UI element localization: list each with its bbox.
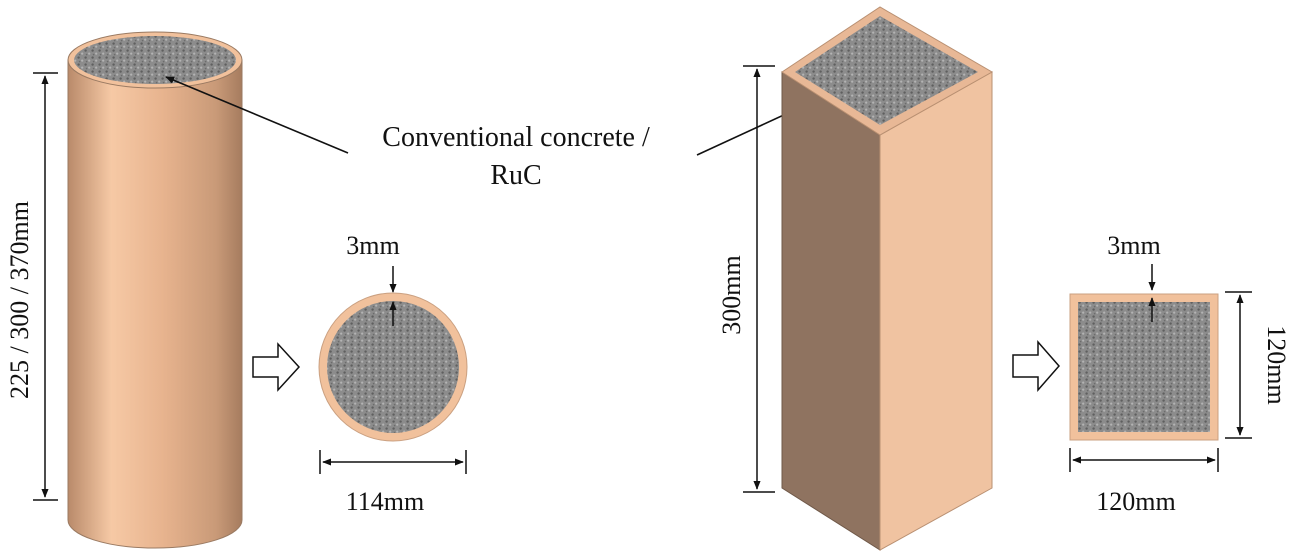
cylinder-cross-section: 3mm 114mm [252,231,468,516]
prism-section-concrete [1078,302,1210,432]
prism-section-height-label: 120mm [1262,325,1291,404]
hollow-arrow-icon [252,342,301,392]
prism-right-face [879,71,993,551]
cylinder-thickness-label: 3mm [346,231,399,260]
cylinder-height-label: 225 / 300 / 370mm [5,201,34,399]
cylinder-diameter-label: 114mm [346,487,424,516]
prism-height-label: 300mm [717,255,746,334]
prism-top-concrete [795,16,978,125]
hollow-arrow-icon [1012,340,1060,392]
prism-section-width-label: 120mm [1096,487,1175,516]
cylinder-specimen [67,31,243,549]
cylinder-height-dimension: 225 / 300 / 370mm [5,72,58,501]
prism-cross-section: 3mm 120mm 120mm [1012,231,1291,516]
prism-thickness-label: 3mm [1107,231,1160,260]
material-callout: Conventional concrete / RuC [165,71,878,191]
prism-height-dimension: 300mm [717,65,775,493]
cylinder-top-concrete [74,36,236,84]
cylinder-body [67,59,243,549]
prism-specimen [781,6,994,551]
prism-left-face [781,71,881,551]
cylinder-section-concrete [327,301,459,433]
material-label-line2: RuC [490,160,541,191]
material-label-line1: Conventional concrete / [382,122,650,153]
